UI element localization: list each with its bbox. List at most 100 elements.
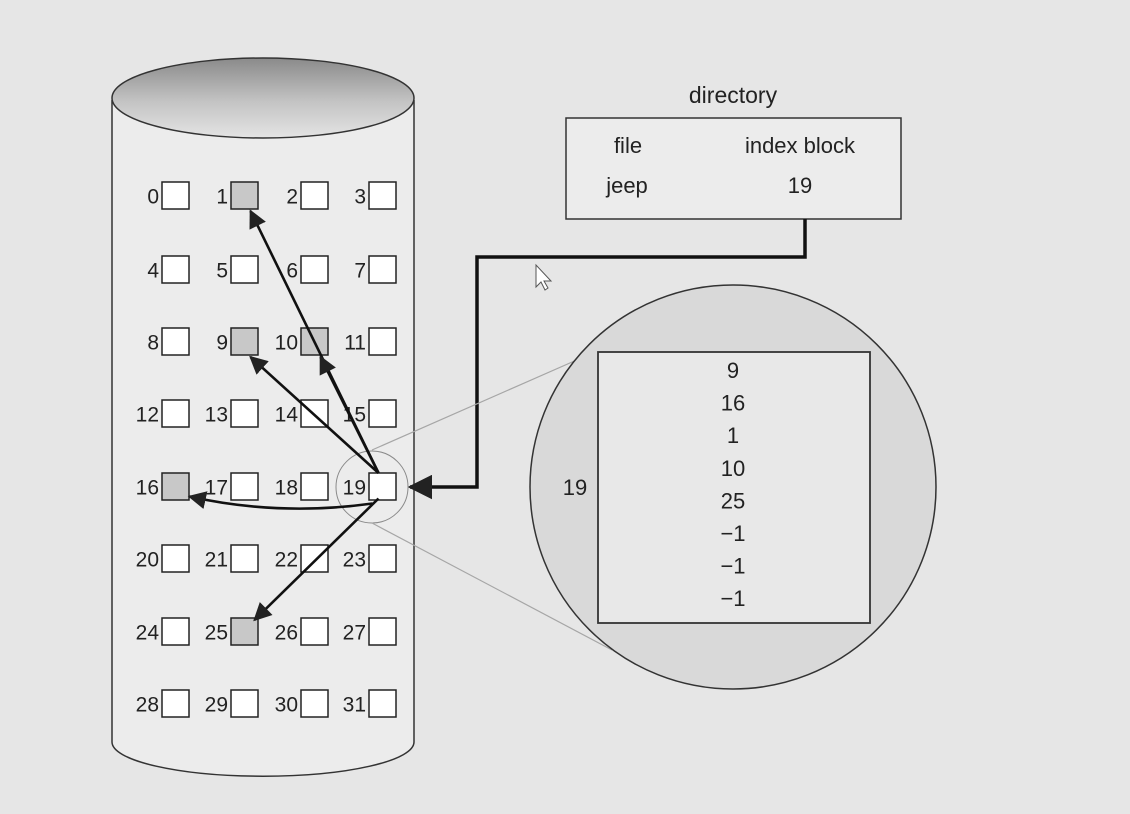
- disk-block-24: 24: [136, 617, 190, 646]
- directory-entry-index: 19: [788, 173, 812, 198]
- disk-block-20: 20: [136, 544, 190, 573]
- disk-block-square: [300, 181, 329, 210]
- disk-block-8: 8: [147, 327, 190, 356]
- disk-block-label: 8: [147, 332, 159, 355]
- directory-title: directory: [689, 82, 778, 108]
- disk-block-label: 2: [286, 186, 298, 209]
- directory-table: directory file index block jeep 19: [565, 82, 902, 220]
- index-block-label: 19: [563, 475, 587, 500]
- disk-block-label: 14: [275, 404, 299, 427]
- disk-block-30: 30: [275, 689, 329, 718]
- disk-block-label: 13: [205, 404, 228, 427]
- disk-block-square: [161, 255, 190, 284]
- disk-block-22: 22: [275, 544, 329, 573]
- directory-box: [565, 117, 902, 220]
- disk-block-1: 1: [216, 181, 259, 210]
- disk-block-label: 3: [354, 186, 366, 209]
- pointer-arrow-to-block-9: [249, 355, 380, 474]
- disk-block-17: 17: [205, 472, 259, 501]
- disk-block-5: 5: [216, 255, 259, 284]
- disk-block-label: 19: [343, 477, 366, 500]
- disk-block-square: [230, 472, 259, 501]
- directory-entry-file: jeep: [605, 173, 648, 198]
- disk-block-25: 25: [205, 617, 259, 646]
- disk-block-label: 30: [275, 694, 298, 717]
- disk-block-13: 13: [205, 399, 259, 428]
- disk-block-square: [230, 181, 259, 210]
- disk-block-16: 16: [136, 472, 190, 501]
- disk-block-7: 7: [354, 255, 397, 284]
- disk-block-label: 25: [205, 622, 228, 645]
- disk-block-19: 19: [343, 472, 397, 501]
- zoom-connector-bottom: [371, 522, 613, 651]
- disk-block-square: [368, 255, 397, 284]
- disk-block-square: [300, 255, 329, 284]
- disk-block-label: 5: [216, 260, 228, 283]
- disk-block-square: [230, 399, 259, 428]
- disk-block-square: [368, 544, 397, 573]
- cylinder-top: [111, 57, 415, 139]
- disk-block-label: 6: [286, 260, 298, 283]
- index-block-box: [597, 351, 871, 624]
- directory-pointer-arrow: [407, 219, 807, 500]
- disk-block-label: 20: [136, 549, 159, 572]
- disk-block-square: [161, 399, 190, 428]
- disk-block-label: 23: [343, 549, 366, 572]
- mouse-cursor-icon: [535, 263, 553, 291]
- disk-block-0: 0: [147, 181, 190, 210]
- directory-col-file: file: [614, 133, 642, 158]
- index-entry: −1: [720, 554, 745, 579]
- disk-block-label: 7: [354, 260, 366, 283]
- disk-block-square: [230, 327, 259, 356]
- disk-block-label: 1: [216, 186, 228, 209]
- disk-block-square: [161, 544, 190, 573]
- disk-block-28: 28: [136, 689, 190, 718]
- pointer-arrow-to-block-10: [319, 355, 380, 474]
- disk-block-11: 11: [344, 327, 397, 356]
- index-entry: 9: [727, 358, 739, 383]
- disk-block-square: [368, 181, 397, 210]
- disk-block-square: [161, 181, 190, 210]
- disk-block-square: [230, 689, 259, 718]
- disk-block-27: 27: [343, 617, 397, 646]
- disk-block-square: [300, 617, 329, 646]
- disk-block-2: 2: [286, 181, 329, 210]
- disk-block-square: [368, 472, 397, 501]
- disk-block-label: 11: [344, 332, 366, 355]
- index-entry: 25: [721, 488, 745, 513]
- disk-block-label: 4: [147, 260, 159, 283]
- disk-block-label: 17: [205, 477, 228, 500]
- disk-block-square: [230, 617, 259, 646]
- disk-block-label: 27: [343, 622, 366, 645]
- disk-block-3: 3: [354, 181, 397, 210]
- index-pointer-arrows: [187, 209, 380, 622]
- index-entry: −1: [720, 521, 745, 546]
- disk-block-label: 0: [147, 186, 159, 209]
- index-entry: −1: [720, 586, 745, 611]
- disk-block-label: 9: [216, 332, 228, 355]
- disk-block-23: 23: [343, 544, 397, 573]
- disk-block-26: 26: [275, 617, 329, 646]
- disk-block-square: [161, 689, 190, 718]
- disk-block-label: 28: [136, 694, 159, 717]
- disk-block-square: [300, 544, 329, 573]
- disk-block-6: 6: [286, 255, 329, 284]
- disk-block-21: 21: [205, 544, 259, 573]
- disk-block-12: 12: [136, 399, 190, 428]
- disk-block-label: 10: [275, 332, 298, 355]
- disk-block-square: [300, 689, 329, 718]
- disk-block-square: [368, 327, 397, 356]
- pointer-arrow-to-block-16: [187, 491, 373, 510]
- disk-block-label: 22: [275, 549, 298, 572]
- disk-block-label: 24: [136, 622, 160, 645]
- disk-block-9: 9: [216, 327, 259, 356]
- disk-block-label: 16: [136, 477, 159, 500]
- directory-col-index: index block: [745, 133, 856, 158]
- index-entry: 16: [721, 391, 745, 416]
- disk-block-18: 18: [275, 472, 329, 501]
- disk-block-label: 31: [343, 694, 366, 717]
- disk-block-square: [368, 689, 397, 718]
